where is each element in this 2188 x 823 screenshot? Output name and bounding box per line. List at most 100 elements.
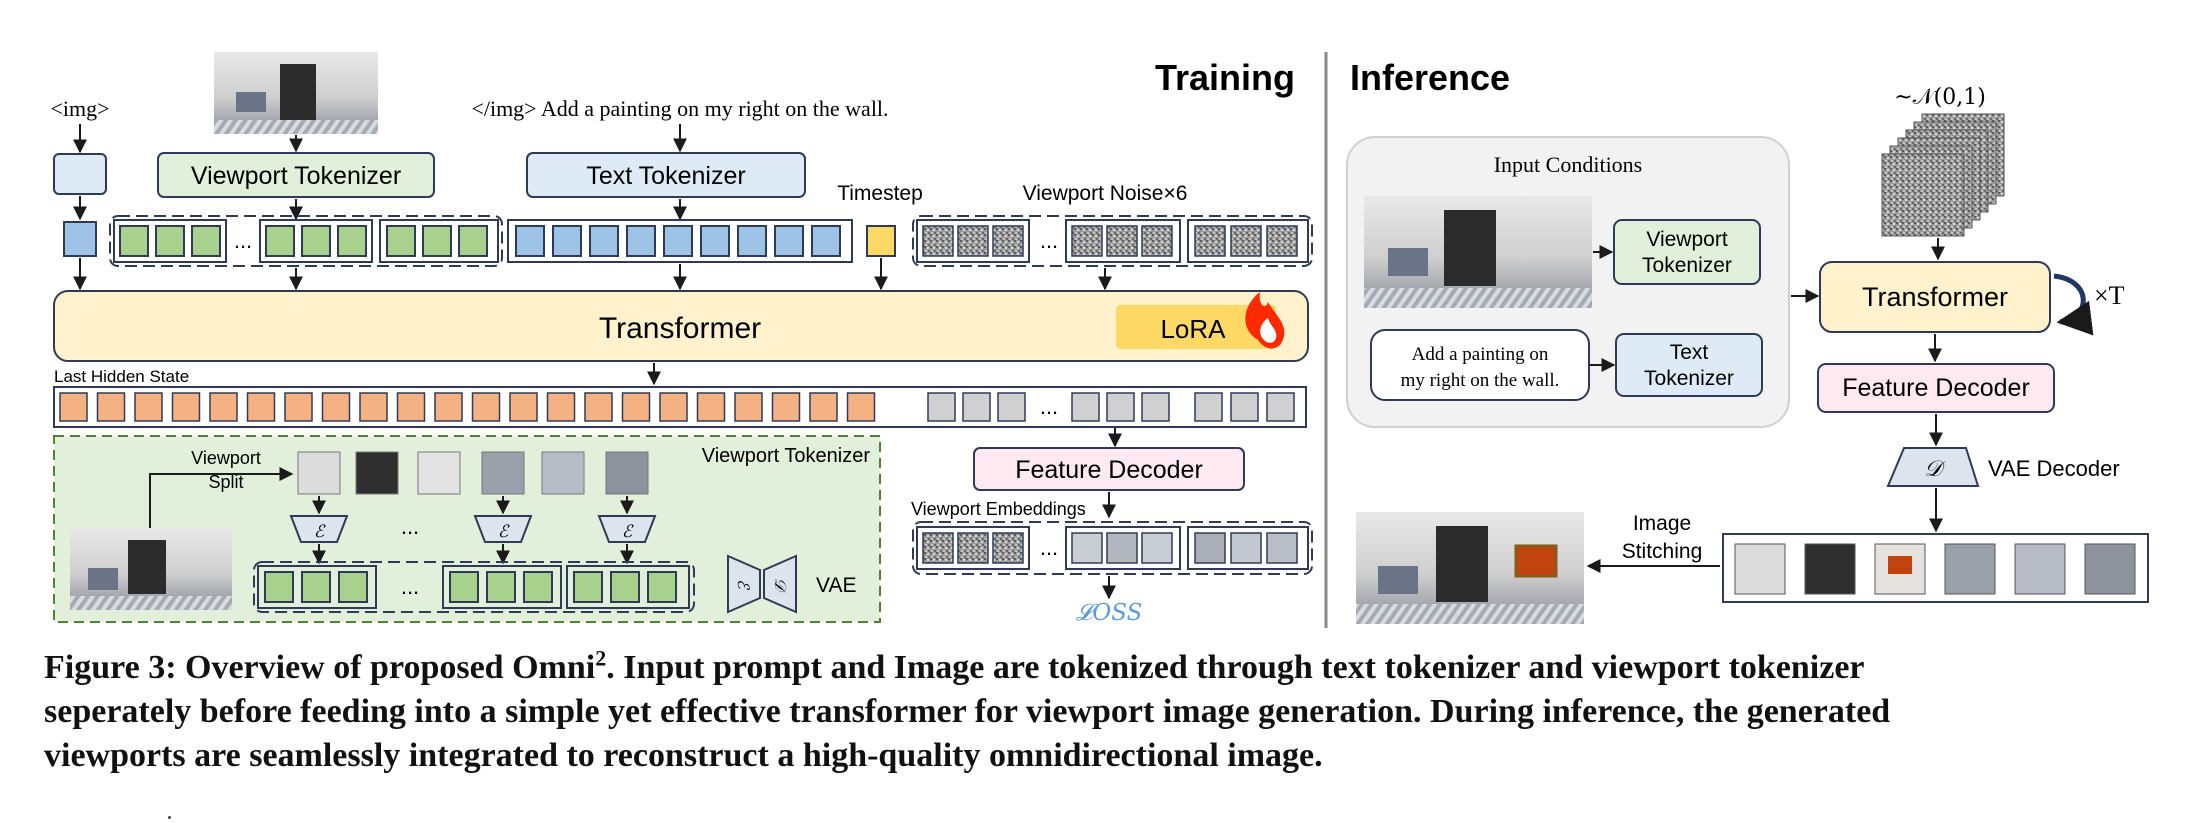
hidden-state-token xyxy=(509,392,538,422)
hidden-state-token xyxy=(434,392,463,422)
noise-token xyxy=(1230,225,1262,257)
hidden-state-token xyxy=(471,392,501,422)
text-token-row xyxy=(507,219,853,263)
embedding-token xyxy=(1266,532,1298,564)
hidden-state-token xyxy=(59,392,88,422)
viewport-token xyxy=(338,571,368,603)
inference-title: Inference xyxy=(1350,57,1510,98)
viewport-token xyxy=(119,225,149,257)
img-token xyxy=(63,221,97,257)
hidden-state-token xyxy=(696,392,726,422)
vt-detail-title: Viewport Tokenizer xyxy=(702,445,871,467)
viewport-tokenizer-detail-panel: Viewport Tokenizer Viewport Split xyxy=(53,435,881,623)
hidden-state-token xyxy=(396,392,426,422)
viewport-split-label-line2: Split xyxy=(208,472,243,492)
encoder-block: ℰ xyxy=(597,515,657,543)
output-viewport-thumb xyxy=(2084,543,2136,595)
image-stitching-line1: Image xyxy=(1633,512,1691,535)
viewport-tokenizer-label: Viewport Tokenizer xyxy=(191,162,401,190)
viewport-token xyxy=(264,571,294,603)
viewport-token xyxy=(458,225,488,257)
viewport-token xyxy=(265,225,295,257)
hidden-state-token xyxy=(96,392,126,422)
encoder-symbol: ℰ xyxy=(498,522,510,542)
inference-prompt-line2: my right on the wall. xyxy=(1401,370,1560,391)
viewport-thumb xyxy=(297,451,341,495)
hidden-state-token xyxy=(134,392,163,422)
viewport-token-group-set: ... xyxy=(109,215,503,267)
text-token xyxy=(737,225,767,257)
inference-transformer-box xyxy=(1819,261,2051,333)
viewport-token xyxy=(422,225,452,257)
output-viewport-thumb xyxy=(1944,543,1996,595)
viewport-embeddings-label: Viewport Embeddings xyxy=(911,499,1086,519)
viewport-embedding-token-set: ... xyxy=(912,521,1313,575)
lora-box xyxy=(1116,305,1276,349)
hidden-state-token-viewport xyxy=(1071,392,1100,422)
text-tokenizer-box xyxy=(526,152,806,198)
viewport-thumb xyxy=(541,451,585,495)
hidden-state-token-viewport xyxy=(1194,392,1223,422)
hidden-state-token xyxy=(584,392,613,422)
viewport-token xyxy=(386,225,416,257)
noise-token xyxy=(1071,225,1103,257)
feature-decoder-label: Feature Decoder xyxy=(1015,456,1203,484)
inference-input-panorama xyxy=(1364,196,1592,308)
viewport-token xyxy=(573,571,603,603)
hidden-state-token xyxy=(209,392,238,422)
hidden-state-token-viewport xyxy=(1141,392,1170,422)
embedding-token xyxy=(922,532,954,564)
viewport-token xyxy=(610,571,640,603)
caption-prefix: Figure 3: Overview of proposed Omni xyxy=(44,649,596,686)
vae-decoder-block: 𝒟 xyxy=(1886,447,1980,487)
viewport-thumb xyxy=(605,451,649,495)
encoder-block: ℰ xyxy=(289,515,349,543)
loss-label: 𝓛OSS xyxy=(1076,600,1143,626)
text-tokenizer-label: Text Tokenizer xyxy=(586,162,745,190)
viewport-thumb xyxy=(355,451,399,495)
inference-viewport-tokenizer-box xyxy=(1613,219,1761,285)
lora-label: LoRA xyxy=(1160,314,1226,344)
hidden-state-token xyxy=(359,392,388,422)
text-token xyxy=(552,225,582,257)
hidden-state-token xyxy=(284,392,313,422)
hidden-state-token-viewport xyxy=(1230,392,1259,422)
hidden-state-token xyxy=(734,392,763,422)
hidden-state-token xyxy=(321,392,351,422)
text-token xyxy=(515,225,545,257)
hidden-state-token-viewport xyxy=(1266,392,1295,422)
inference-viewport-tokenizer-line2: Tokenizer xyxy=(1642,254,1732,277)
hidden-state-token-viewport xyxy=(927,392,956,422)
inference-transformer-label: Transformer xyxy=(1862,282,2008,312)
hidden-state-token-viewport xyxy=(997,392,1026,422)
noise-token xyxy=(1194,225,1226,257)
inference-decoder-symbol: 𝒟 xyxy=(1924,457,1946,482)
caption-rest-line1: . Input prompt and Image are tokenized t… xyxy=(606,649,1865,686)
last-hidden-state-row: ... xyxy=(53,386,1307,428)
img-token-embed xyxy=(53,153,107,195)
viewport-noise-token-set: ... xyxy=(912,215,1313,267)
hidden-state-token xyxy=(659,392,688,422)
vae-decoder-symbol: 𝒟 xyxy=(771,578,790,594)
output-viewports-row xyxy=(1722,533,2149,603)
inference-prompt-box xyxy=(1370,329,1590,401)
viewport-token xyxy=(647,571,677,603)
caption-line2: seperately before feeding into a simple … xyxy=(44,693,1891,730)
viewport-tokenizer-box xyxy=(157,152,435,198)
noise-token xyxy=(992,225,1024,257)
output-viewport-thumb xyxy=(1734,543,1786,595)
vae-icon: ℰ 𝒟 xyxy=(727,554,797,614)
viewport-token xyxy=(486,571,516,603)
output-panorama xyxy=(1356,512,1584,624)
viewport-token xyxy=(523,571,553,603)
hidden-state-token xyxy=(809,392,838,422)
inference-text-tokenizer-line1: Text xyxy=(1670,341,1709,364)
split-input-panorama xyxy=(70,528,232,610)
times-t-label: ×T xyxy=(2094,281,2125,310)
hidden-state-token xyxy=(546,392,576,422)
encoder-symbol: ℰ xyxy=(622,522,634,542)
noise-token xyxy=(1266,225,1298,257)
inference-section: Inference Input Conditions Viewport Toke… xyxy=(1346,57,2149,624)
figure-caption: Figure 3: Overview of proposed Omni2. In… xyxy=(44,646,2154,778)
noise-stack xyxy=(1881,113,2005,237)
